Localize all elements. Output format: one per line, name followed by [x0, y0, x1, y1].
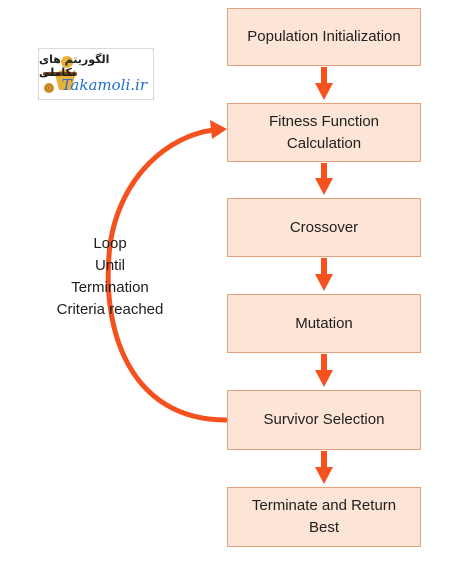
step-fitness-function-calculation: Fitness Function Calculation [227, 103, 421, 162]
loop-label: Loop Until Termination Criteria reached [40, 233, 180, 321]
logo-site-text: Takamoli.ir [61, 76, 147, 94]
step-label: Population Initialization [247, 28, 401, 45]
loop-arrow [105, 120, 229, 423]
arrow-step2-to-step3 [315, 163, 333, 195]
step-label: Terminate and Return Best [251, 497, 397, 536]
step-mutation: Mutation [227, 294, 421, 353]
step-crossover: Crossover [227, 198, 421, 257]
loop-line: Loop [93, 235, 127, 252]
loop-line: Until [94, 257, 125, 274]
logo-persian-text: الگوریتم های تکاملی [39, 53, 110, 79]
arrow-step3-to-step4 [315, 258, 333, 291]
step-label: Fitness Function Calculation [268, 112, 380, 152]
arrow-step4-to-step5 [315, 354, 333, 387]
watermark-logo: الگوریتم های تکاملی Takamoli.ir [38, 48, 154, 100]
step-label: Crossover [289, 218, 359, 236]
loop-line: Criteria reached [56, 301, 164, 318]
logo-figure-icon [43, 56, 77, 93]
step-population-initialization: Population Initialization [227, 8, 421, 66]
step-terminate-and-return-best: Terminate and Return Best [227, 487, 421, 547]
arrow-step5-to-step6 [315, 451, 333, 484]
loop-line: Termination [71, 279, 149, 296]
step-label: Mutation [295, 314, 353, 332]
arrow-step1-to-step2 [315, 67, 333, 100]
step-label: Survivor Selection [263, 411, 385, 428]
step-survivor-selection: Survivor Selection [227, 390, 421, 450]
